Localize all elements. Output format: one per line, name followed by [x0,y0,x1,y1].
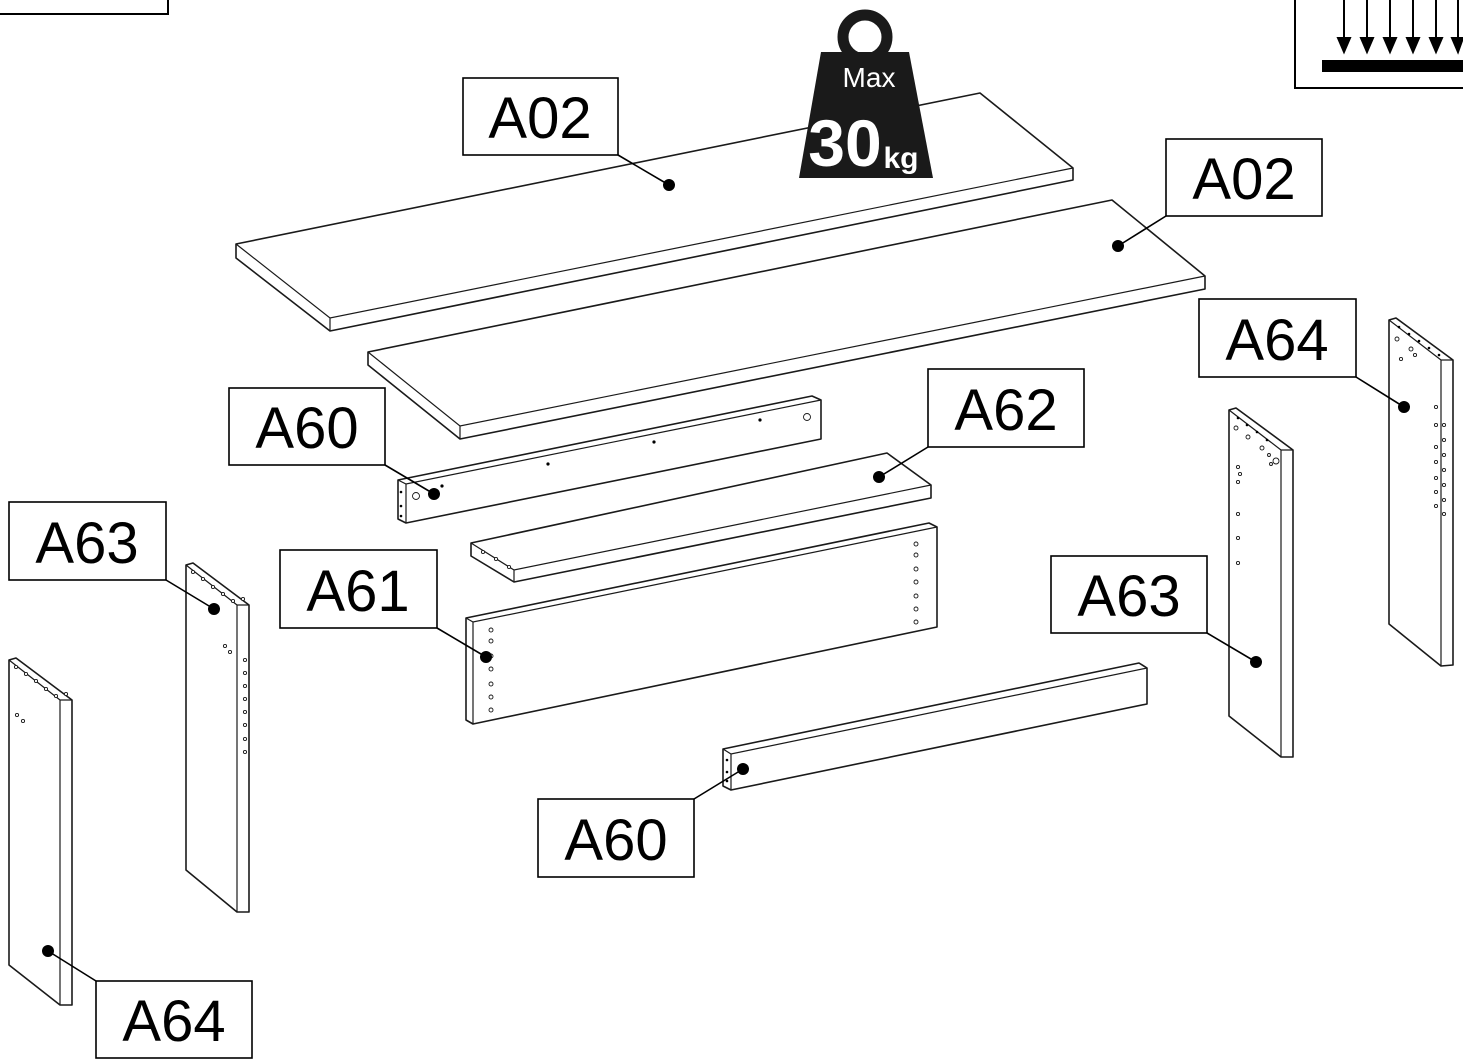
label-a62: A62 [873,368,1085,483]
rail-a60-upper [397,395,822,524]
label-a60-upper-text: A60 [255,396,358,461]
panel-a02-right [367,199,1206,440]
weight-value: 30 [808,106,881,180]
panel-a62 [470,452,932,583]
panel-a64-right [1388,317,1454,667]
label-a02-top-text: A02 [488,86,591,151]
label-a64-right-text: A64 [1225,308,1328,373]
weight-icon: Max 30 kg [799,9,933,180]
label-a61: A61 [279,549,492,663]
label-a60-lower-text: A60 [564,808,667,873]
top-left-corner-box [0,0,169,15]
label-a60-lower: A60 [537,763,749,878]
label-a61-text: A61 [306,559,409,624]
label-a02-top: A02 [462,77,675,191]
panel-a63-left [185,562,250,913]
label-a63-right-text: A63 [1077,564,1180,629]
weight-prefix: Max [843,62,896,93]
label-a63-left-text: A63 [35,511,138,576]
label-a64-left-text: A64 [122,989,225,1054]
label-a63-right: A63 [1050,555,1262,668]
panel-a63-right [1228,407,1294,758]
a61-hole-column-right [913,541,919,625]
label-a62-text: A62 [954,378,1057,443]
label-a02-right-text: A02 [1192,147,1295,212]
label-a64-left: A64 [42,945,253,1059]
panel-a61 [465,522,938,725]
label-a64-right: A64 [1198,298,1410,413]
load-distribution-icon [1294,0,1463,89]
label-a02-right: A02 [1112,138,1323,252]
weight-unit: kg [883,142,918,175]
label-a63-left: A63 [8,501,220,615]
rail-a60-lower [722,662,1148,791]
panel-a64-left [8,657,73,1006]
label-a60-upper: A60 [228,387,440,500]
